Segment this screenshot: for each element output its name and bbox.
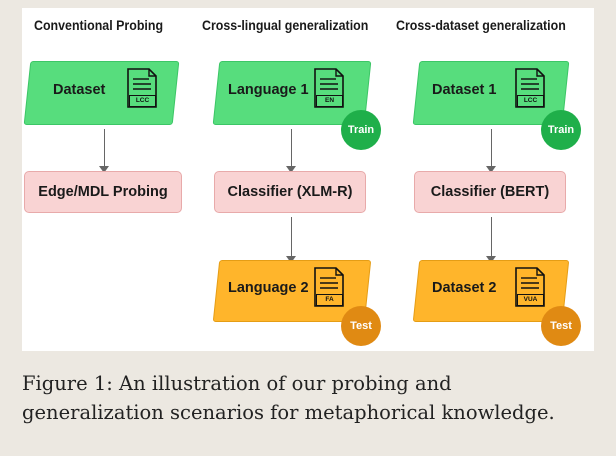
test-badge: Test: [341, 306, 381, 346]
train-badge: Train: [541, 110, 581, 150]
dataset-tag: LCC: [129, 95, 156, 107]
dataset-label: Dataset: [53, 82, 106, 98]
classifier-bert-box: Classifier (BERT): [414, 171, 566, 213]
arrow-down-icon: [486, 217, 496, 263]
document-icon: LCC: [125, 68, 158, 108]
document-icon: LCC: [513, 68, 546, 108]
dataset-2-tag: VUA: [517, 294, 544, 306]
test-badge: Test: [541, 306, 581, 346]
document-icon: EN: [312, 68, 345, 108]
arrow-down-icon: [286, 129, 296, 173]
language-1-label: Language 1: [228, 82, 309, 98]
arrow-down-icon: [99, 129, 109, 173]
language-1-tag: EN: [316, 95, 343, 107]
dataset-1-tag: LCC: [517, 95, 544, 107]
dataset-1-label: Dataset 1: [432, 82, 497, 98]
document-icon: VUA: [513, 267, 546, 307]
document-icon: FA: [312, 267, 345, 307]
language-2-label: Language 2: [228, 280, 309, 296]
classifier-xlmr-box: Classifier (XLM-R): [214, 171, 366, 213]
figure-caption: Figure 1: An illustration of our probing…: [22, 372, 555, 424]
dataset-2-label: Dataset 2: [432, 280, 497, 296]
arrow-down-icon: [486, 129, 496, 173]
arrow-down-icon: [286, 217, 296, 263]
figure-panel: Conventional Probing Cross-lingual gener…: [22, 8, 594, 351]
language-2-tag: FA: [316, 294, 343, 306]
train-badge: Train: [341, 110, 381, 150]
column-title-conventional: Conventional Probing: [34, 18, 164, 33]
column-title-cross-lingual: Cross-lingual generalization: [202, 18, 369, 33]
probing-box: Edge/MDL Probing: [24, 171, 182, 213]
column-title-cross-dataset: Cross-dataset generalization: [396, 18, 566, 33]
